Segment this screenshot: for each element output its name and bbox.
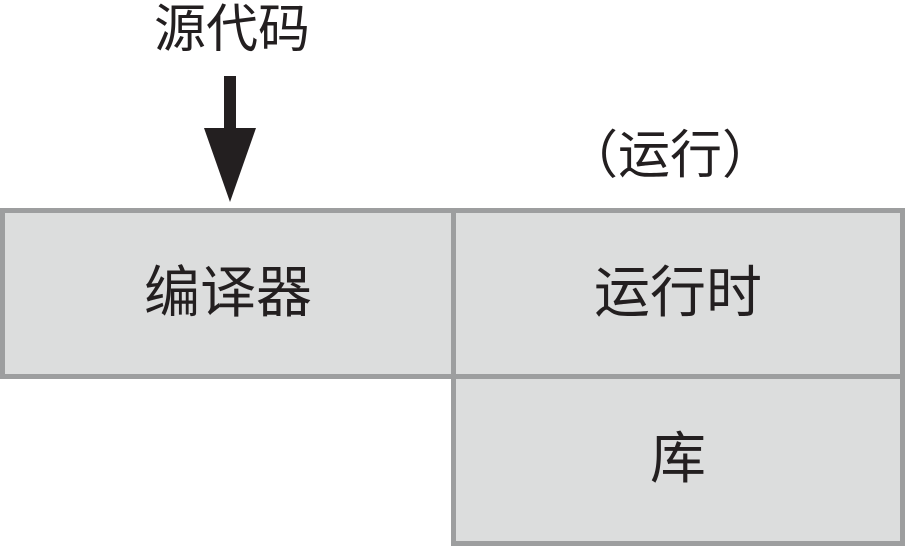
runtime-box-label: 运行时 <box>594 260 762 326</box>
library-box: 库 <box>451 374 905 546</box>
down-arrow-icon <box>204 76 256 202</box>
compiler-box-label: 编译器 <box>144 260 312 326</box>
library-box-label: 库 <box>650 427 706 492</box>
runtime-box: 运行时 <box>451 208 905 379</box>
source-code-label: 源代码 <box>153 0 310 60</box>
compiler-box: 编译器 <box>0 208 456 379</box>
runtime-phase-label: （运行） <box>565 126 774 186</box>
